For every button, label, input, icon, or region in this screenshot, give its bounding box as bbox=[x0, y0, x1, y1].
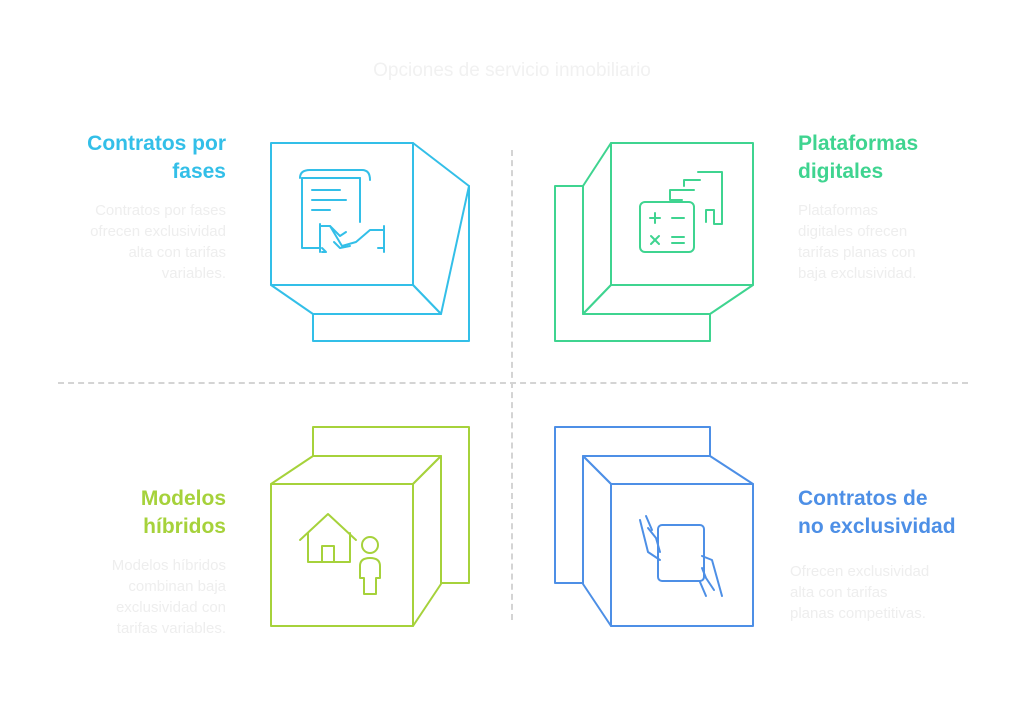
cube-contratos-por-fases bbox=[270, 142, 470, 342]
description-contratos-no-exclusividad: Ofrecen exclusividad alta con tarifas pl… bbox=[790, 563, 930, 622]
description-plataformas-digitales: Plataformas digitales ofrecen tarifas pl… bbox=[798, 202, 917, 282]
quadrant-bottom-left-text: Modelos híbridos Modelos híbridos combin… bbox=[40, 485, 226, 639]
cube-plataformas-digitales bbox=[554, 142, 754, 342]
quadrant-bottom-right-text: Contratos de no exclusividad Ofrecen exc… bbox=[790, 485, 1008, 624]
contract-handshake-icon bbox=[299, 169, 385, 253]
calculator-documents-icon bbox=[639, 171, 723, 253]
horizontal-divider bbox=[58, 382, 968, 384]
heading-plataformas-digitales: Plataformas digitales bbox=[798, 132, 919, 183]
heading-contratos-por-fases: Contratos por fases bbox=[87, 132, 226, 183]
house-person-icon bbox=[299, 513, 381, 595]
heading-contratos-no-exclusividad: Contratos de no exclusividad bbox=[798, 487, 956, 538]
description-contratos-por-fases: Contratos por fases ofrecen exclusividad… bbox=[90, 202, 226, 282]
vertical-divider bbox=[511, 150, 513, 620]
quadrant-top-right-text: Plataformas digitales Plataformas digita… bbox=[798, 130, 998, 284]
cube-modelos-hibridos bbox=[270, 426, 470, 627]
hands-document-icon bbox=[639, 515, 723, 597]
cube-contratos-no-exclusividad bbox=[554, 426, 754, 627]
quadrant-top-left-text: Contratos por fases Contratos por fases … bbox=[40, 130, 226, 284]
description-modelos-hibridos: Modelos híbridos combinan baja exclusivi… bbox=[111, 557, 226, 637]
heading-modelos-hibridos: Modelos híbridos bbox=[140, 487, 226, 538]
page-title: Opciones de servicio inmobiliario bbox=[373, 60, 651, 81]
